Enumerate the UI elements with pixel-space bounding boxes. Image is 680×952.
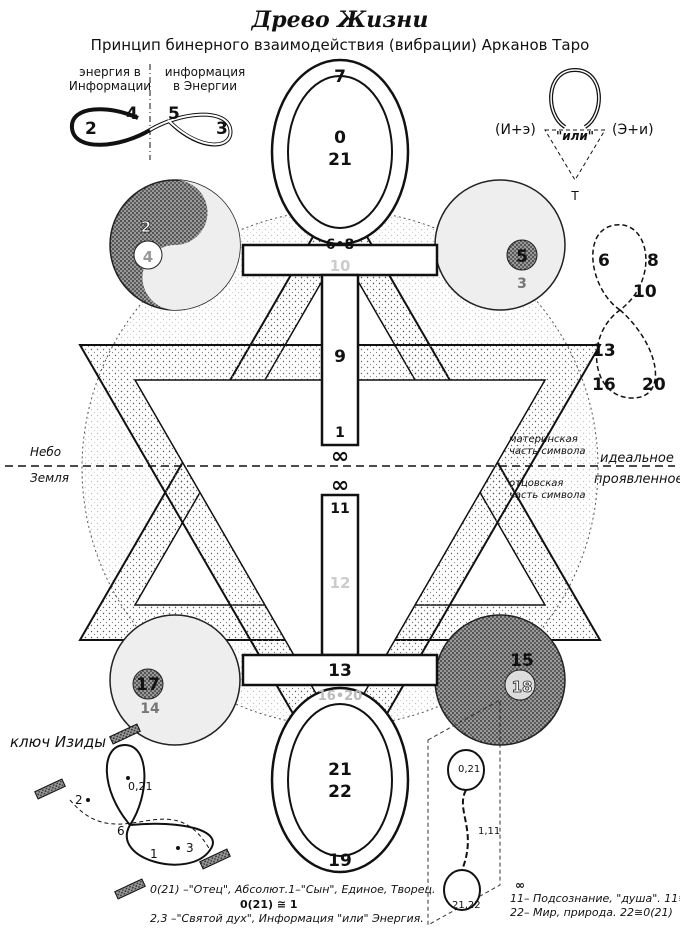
infinity-top: ∞	[331, 444, 349, 469]
page-title: Древо Жизни	[251, 7, 429, 33]
yinyang-bl-number-a: 17	[136, 675, 160, 695]
figure8-number-8: 8	[647, 251, 659, 271]
triangle-diagram	[544, 67, 606, 181]
figure8-right	[592, 224, 657, 399]
maternal-label-1: материнская	[509, 434, 578, 445]
isis-number-1: 1	[150, 847, 158, 861]
ankh-bottom-stem-start: 11	[330, 501, 349, 517]
yinyang-br-number-b: 18	[512, 678, 533, 696]
legend-left-line2: 0(21) ≅ 1	[240, 898, 298, 911]
yinyang-tr-number-a: 5	[516, 247, 528, 267]
figure8-number-16: 16	[592, 375, 616, 395]
information-label-2: в Энергии	[173, 79, 237, 93]
figure8-number-10: 10	[633, 282, 657, 302]
ankh-top-stem-end: 1	[335, 425, 345, 441]
ankh-bottom	[241, 493, 439, 874]
isis-number-021: 0,21	[128, 780, 153, 793]
legend-left-line3: 2,3 –"Святой дух", Информация "или" Энер…	[150, 912, 424, 925]
ankh-bottom-top-inner: 16•20	[318, 689, 363, 704]
ideal-label: идеальное	[600, 451, 674, 466]
triangle-bottom-label: T	[570, 189, 579, 203]
isis-number-6: 6	[117, 824, 125, 838]
ankh-bottom-inner-2: 22	[328, 782, 352, 802]
maternal-label-2: часть символа	[509, 446, 586, 457]
rb-number-2122: 21,22	[452, 900, 481, 911]
legend-right-line1: 11– Подсознание, "душа". 11≅1	[510, 892, 680, 905]
isis-number-3: 3	[186, 841, 194, 855]
yinyang-bl-number-b: 14	[140, 701, 160, 717]
legend-left-line1: 0(21) –"Отец", Абсолют.1–"Сын", Единое, …	[150, 883, 436, 896]
infinity-bottom: ∞	[331, 473, 349, 498]
yinyang-top-right	[434, 179, 566, 311]
ankh-bottom-bar: 13	[328, 661, 352, 681]
energy-label-1: энергия в	[79, 65, 141, 79]
legend-right-symbol: ∞	[515, 878, 525, 892]
ankh-top-number-top: 7	[334, 67, 346, 87]
isis-key-label: ключ Изиды	[10, 733, 106, 751]
energy-label-2: Информации	[69, 79, 151, 93]
yinyang-tl-number-a: 2	[141, 218, 151, 236]
yinyang-tl-number-b: 4	[143, 248, 153, 266]
yinyang-top-left	[109, 179, 241, 311]
ankh-top-base: 6•8	[326, 237, 354, 253]
ankh-top-stem: 9	[334, 347, 346, 367]
ankh-bottom-stem: 12	[330, 574, 351, 592]
ankh-bottom-inner-1: 21	[328, 760, 352, 780]
energy-information-diagram	[70, 64, 233, 160]
ankh-top-inner-1: 0	[334, 128, 346, 148]
yinyang-br-number-a: 15	[510, 651, 534, 671]
energy-number-5: 5	[168, 104, 180, 124]
figure8-number-13: 13	[592, 341, 616, 361]
figure8-number-6: 6	[598, 251, 610, 271]
page-subtitle: Принцип бинерного взаимодействия (вибрац…	[91, 36, 590, 54]
ankh-top-inner-2: 21	[328, 150, 352, 170]
energy-number-2: 2	[85, 119, 97, 139]
yinyang-bottom-left	[109, 614, 241, 746]
right-bottom-diagram	[427, 699, 501, 926]
isis-key-diagram	[34, 723, 231, 900]
earth-label: Земля	[30, 471, 69, 485]
ankh-top	[241, 58, 439, 447]
heaven-label: Небо	[30, 445, 61, 459]
paternal-label-1: отцовская	[509, 478, 563, 489]
paternal-label-2: часть символа	[509, 490, 586, 501]
ankh-top-bar: 10	[330, 257, 351, 275]
ankh-bottom-bottom: 19	[328, 851, 352, 871]
information-label-1: информация	[165, 65, 245, 79]
isis-number-2: 2	[75, 793, 83, 807]
figure8-number-20: 20	[642, 375, 666, 395]
triangle-right-label: (Э+и)	[612, 122, 654, 138]
yinyang-tr-number-b: 3	[517, 276, 527, 292]
energy-number-3: 3	[216, 119, 228, 139]
triangle-left-label: (И+э)	[495, 122, 536, 138]
rb-number-111: 1,11	[478, 826, 500, 837]
manifest-label: проявленное	[594, 472, 680, 487]
legend-right-line2: 22– Мир, природа. 22≅0(21)	[510, 906, 673, 919]
rb-number-021: 0,21	[458, 764, 480, 775]
energy-number-4: 4	[126, 104, 138, 124]
triangle-center-label: "или"	[556, 129, 594, 143]
